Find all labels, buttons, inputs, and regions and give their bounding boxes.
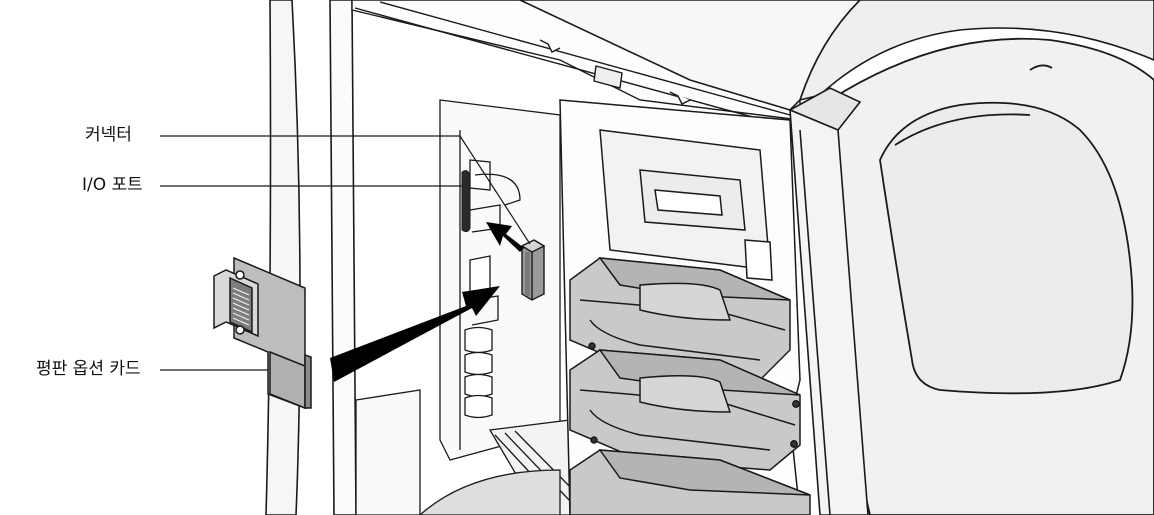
case-left-wall [330,0,356,515]
front-bezel [830,39,1154,515]
io-port [462,171,470,232]
callout-connector: 커넥터 [85,127,132,144]
callout-flat-option-card: 평판 옵션 카드 [36,361,141,378]
side-panel-edge [266,0,300,515]
callout-io-port: I/O 포트 [82,177,143,194]
connector [522,240,544,300]
